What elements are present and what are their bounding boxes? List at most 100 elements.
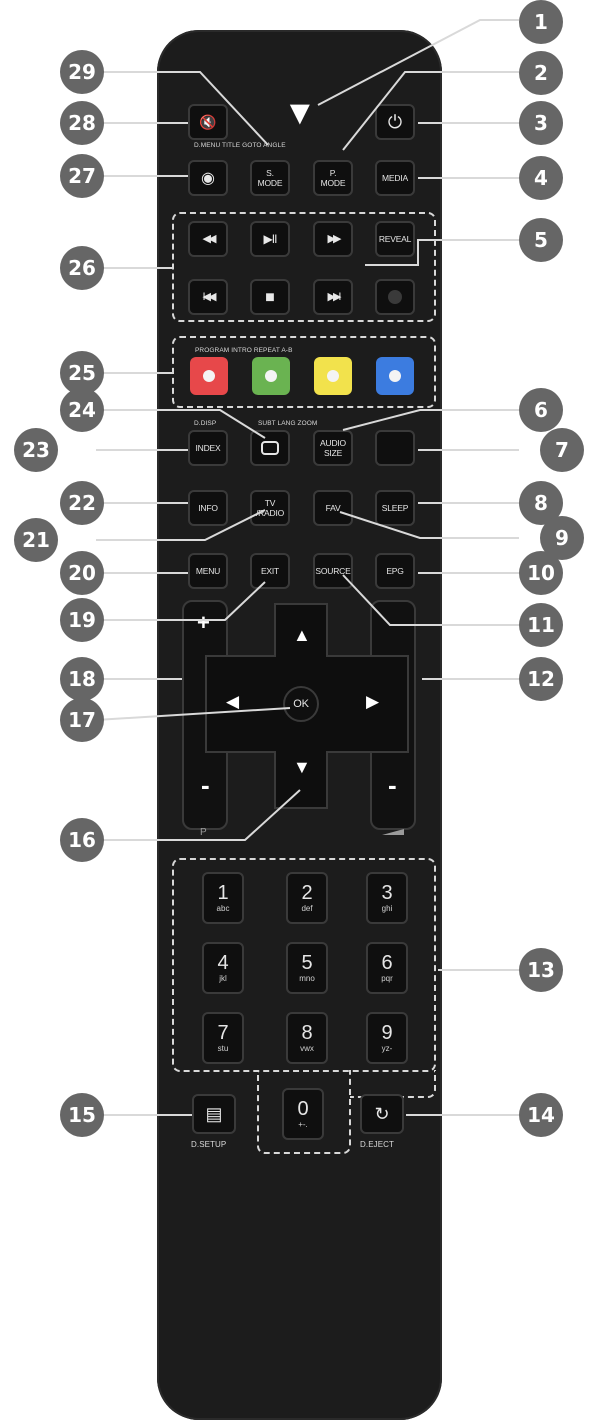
red-button[interactable]	[190, 357, 228, 395]
callout-10: 10	[519, 551, 563, 595]
stop-button[interactable]: ■	[250, 279, 290, 315]
callout-29: 29	[60, 50, 104, 94]
ok-button[interactable]: OK	[283, 686, 319, 722]
key-letters: def	[301, 904, 313, 913]
d-setup-label: D.SETUP	[191, 1140, 227, 1149]
callout-18: 18	[60, 657, 104, 701]
callout-20: 20	[60, 551, 104, 595]
fast-forward-icon: ▶▶	[327, 232, 342, 245]
key-digit: 4	[217, 952, 229, 974]
yellow-dot-icon	[327, 370, 339, 382]
dpad-left-icon[interactable]: ◀	[226, 692, 240, 711]
menu-label: MENU	[195, 566, 221, 576]
callout-1: 1	[519, 0, 563, 44]
blue-button[interactable]	[376, 357, 414, 395]
key-letters: vwx	[300, 1044, 314, 1053]
rewind-icon: ◀◀	[202, 232, 217, 245]
info-label: INFO	[198, 503, 218, 513]
numpad-key-0[interactable]: 0+-.	[282, 1088, 324, 1140]
teletext-icon: ▤	[205, 1103, 223, 1124]
d-eject-label: D.EJECT	[360, 1140, 395, 1149]
key-letters: yz-	[381, 1044, 393, 1053]
yellow-button[interactable]	[314, 357, 352, 395]
callout-3: 3	[519, 101, 563, 145]
globe-icon: ◉	[201, 169, 215, 187]
record-button[interactable]	[375, 279, 415, 315]
refresh-icon: ↻	[374, 1103, 390, 1124]
dpad-up-icon[interactable]: ▲	[293, 625, 311, 645]
next-button[interactable]: ▶▶I	[313, 279, 353, 315]
rewind-button[interactable]: ◀◀	[188, 221, 228, 257]
volume-wedge-icon	[382, 829, 404, 835]
volume-minus-label: -	[388, 770, 397, 800]
callout-13: 13	[519, 948, 563, 992]
subtitle-button[interactable]	[250, 430, 290, 466]
key-letters: pqr	[381, 974, 393, 983]
subt-row-label: SUBT LANG ZOOM	[258, 420, 318, 427]
s-mode-button[interactable]: S. MODE	[250, 160, 290, 196]
stop-icon: ■	[265, 288, 275, 306]
key-letters: stu	[217, 1044, 229, 1053]
refresh-button[interactable]: ↻	[360, 1094, 404, 1134]
prev-button[interactable]: I◀◀	[188, 279, 228, 315]
red-dot-icon	[203, 370, 215, 382]
callout-27: 27	[60, 154, 104, 198]
key-digit: 5	[301, 952, 313, 974]
numpad-outline	[172, 858, 436, 1072]
epg-label: EPG	[386, 566, 404, 576]
callout-19: 19	[60, 598, 104, 642]
key-digit: 3	[381, 882, 393, 904]
ok-label: OK	[293, 698, 309, 710]
p-mode-button[interactable]: P. MODE	[313, 160, 353, 196]
globe-button[interactable]: ◉	[188, 160, 228, 196]
play-pause-button[interactable]: ▶II	[250, 221, 290, 257]
audio-size-button[interactable]: AUDIO SIZE	[313, 430, 353, 466]
callout-28: 28	[60, 101, 104, 145]
play-pause-icon: ▶II	[263, 231, 278, 246]
key-letters: jkl	[219, 974, 227, 983]
fav-button[interactable]: FAV	[313, 490, 353, 526]
key-digit: 8	[301, 1022, 313, 1044]
dpad-right-icon[interactable]: ▶	[366, 692, 380, 711]
green-dot-icon	[265, 370, 277, 382]
callout-2: 2	[519, 51, 563, 95]
green-button[interactable]	[252, 357, 290, 395]
callout-12: 12	[519, 657, 563, 701]
next-icon: ▶▶I	[327, 290, 342, 303]
callout-6: 6	[519, 388, 563, 432]
key-letters: +-.	[298, 1120, 308, 1129]
callout-8: 8	[519, 481, 563, 525]
callout-25: 25	[60, 351, 104, 395]
media-button[interactable]: MEDIA	[375, 160, 415, 196]
callout-7: 7	[540, 428, 584, 472]
sleep-label: SLEEP	[381, 503, 409, 513]
callout-23: 23	[14, 428, 58, 472]
callout-15: 15	[60, 1093, 104, 1137]
prev-icon: I◀◀	[202, 290, 217, 303]
blue-dot-icon	[389, 370, 401, 382]
blank-button[interactable]	[375, 430, 415, 466]
p-mode-label: P. MODE	[320, 168, 346, 188]
audio-size-label: AUDIO SIZE	[320, 438, 346, 458]
callout-24: 24	[60, 388, 104, 432]
fast-forward-button[interactable]: ▶▶	[313, 221, 353, 257]
zero-key-outline	[257, 1070, 351, 1154]
tv-radio-label: TV /RADIO	[255, 498, 285, 518]
dpad-down-icon[interactable]: ▼	[293, 757, 311, 777]
program-row-label: PROGRAM INTRO REPEAT A-B	[195, 347, 293, 354]
callout-22: 22	[60, 481, 104, 525]
media-label: MEDIA	[382, 173, 408, 183]
teletext-button[interactable]: ▤	[192, 1094, 236, 1134]
key-letters: ghi	[381, 904, 393, 913]
key-digit: 1	[217, 882, 229, 904]
callout-26: 26	[60, 246, 104, 290]
